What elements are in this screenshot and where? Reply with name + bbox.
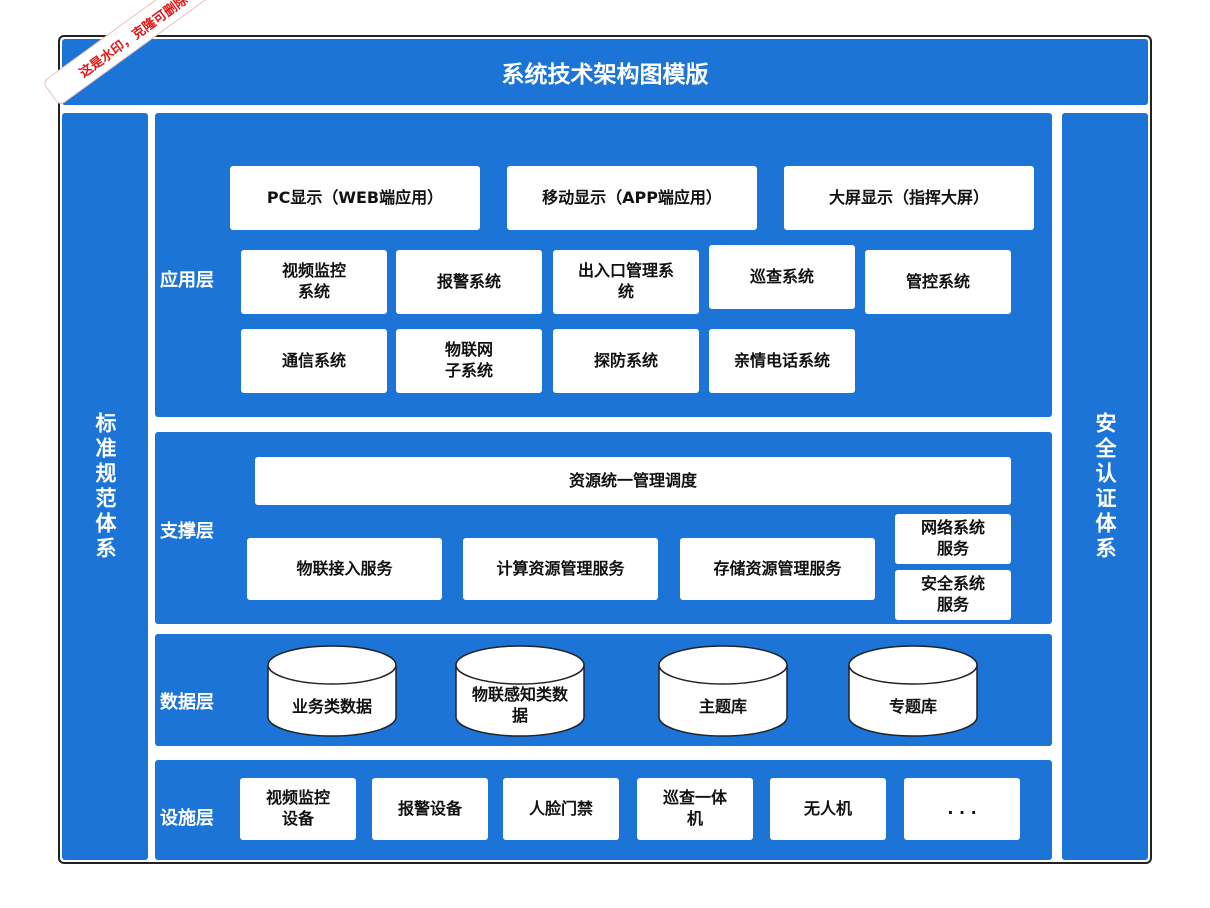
iot-perception-data-store: 物联感知类数 据 <box>455 645 585 737</box>
security-auth-bar: 安全认证体系 <box>1062 113 1148 860</box>
family-phone-system: 亲情电话系统 <box>709 329 855 393</box>
alarm-system: 报警系统 <box>396 250 542 314</box>
business-data-label: 业务类数据 <box>291 697 372 716</box>
iot-subsystem: 物联网 子系统 <box>396 329 542 393</box>
pc-display-box: PC显示（WEB端应用） <box>230 166 480 230</box>
topic-library-store: 专题库 <box>848 645 978 737</box>
drone-device: 无人机 <box>770 778 886 840</box>
bigscreen-display-box: 大屏显示（指挥大屏） <box>784 166 1034 230</box>
diagram-title: 系统技术架构图模版 <box>62 39 1148 105</box>
theme-library-store: 主题库 <box>658 645 788 737</box>
standards-system-bar: 标准规范体系 <box>62 113 148 860</box>
network-system-service: 网络系统 服务 <box>895 514 1011 564</box>
alarm-device: 报警设备 <box>372 778 488 840</box>
access-management-system: 出入口管理系 统 <box>553 250 699 314</box>
facility-layer-label: 设施层 <box>160 808 214 829</box>
communication-system: 通信系统 <box>241 329 387 393</box>
resource-scheduling-box: 资源统一管理调度 <box>255 457 1011 505</box>
video-surveillance-system: 视频监控 系统 <box>241 250 387 314</box>
control-system: 管控系统 <box>865 250 1011 314</box>
business-data-store: 业务类数据 <box>267 645 397 737</box>
face-access-device: 人脸门禁 <box>503 778 619 840</box>
mobile-display-box: 移动显示（APP端应用） <box>507 166 757 230</box>
topic-library-label: 专题库 <box>888 697 937 716</box>
patrol-terminal-device: 巡查一体 机 <box>637 778 753 840</box>
support-layer-label: 支撑层 <box>160 521 214 542</box>
compute-resource-service: 计算资源管理服务 <box>463 538 658 600</box>
data-layer-label: 数据层 <box>160 692 214 713</box>
security-system-service: 安全系统 服务 <box>895 570 1011 620</box>
application-layer-label: 应用层 <box>160 270 214 291</box>
storage-resource-service: 存储资源管理服务 <box>680 538 875 600</box>
iot-perception-data-label: 物联感知类数 据 <box>471 685 568 725</box>
patrol-system: 巡查系统 <box>709 245 855 309</box>
iot-access-service: 物联接入服务 <box>247 538 442 600</box>
theme-library-label: 主题库 <box>698 697 747 716</box>
more-devices: . . . <box>904 778 1020 840</box>
video-surveillance-device: 视频监控 设备 <box>240 778 356 840</box>
detection-system: 探防系统 <box>553 329 699 393</box>
